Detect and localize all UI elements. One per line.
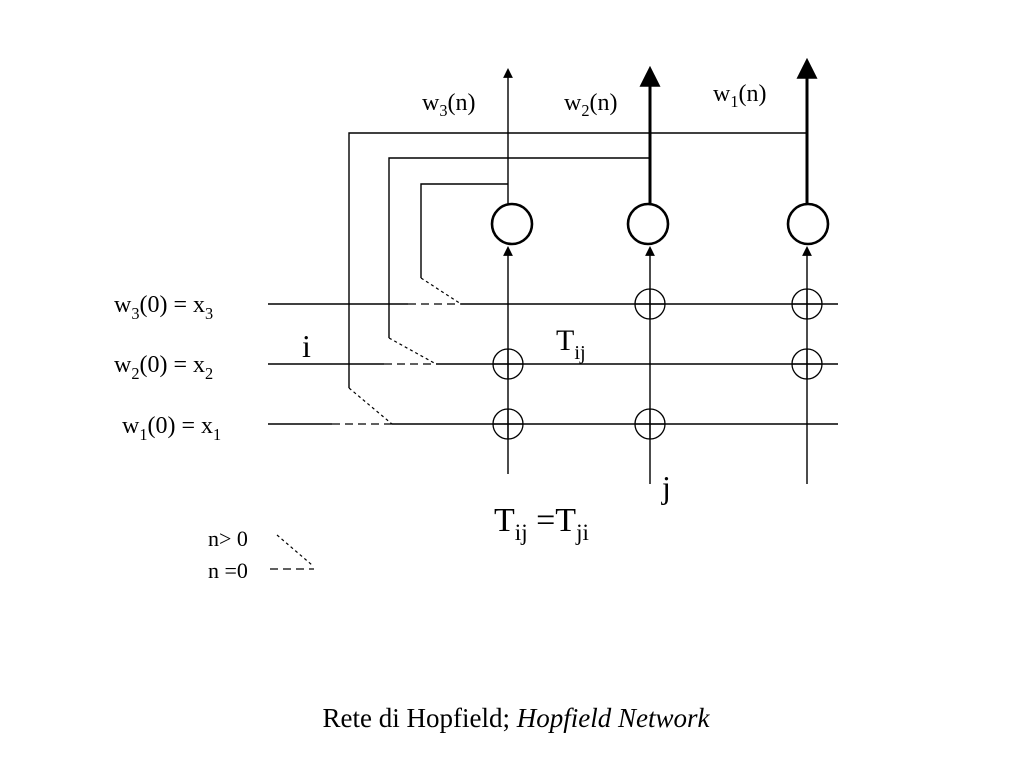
output-label-1: w1(n) [713,81,766,111]
input-label-3: w3(0) = x3 [114,292,213,323]
symmetry-label: Tij =Tji [494,502,589,546]
legend-label-dashed: n =0 [208,558,248,583]
synapse-row1-col3 [492,408,524,440]
feedback-wire-2 [388,157,650,338]
output-label-2: w2(n) [564,90,617,120]
neuron-2 [626,202,670,246]
caption: Rete di Hopfield; Hopfield Network [323,703,711,733]
feedback-tap-1 [348,387,393,425]
feedback-tap-3 [420,277,462,305]
output-label-3: w3(n) [422,90,475,120]
legend-label-dotted: n> 0 [208,526,248,551]
input-label-2: w2(0) = x2 [114,352,213,383]
synapse-row3-col1 [791,288,823,320]
weight-label: Tij [556,324,586,364]
feedback-wire-1 [348,132,807,388]
synapse-row3-col2 [634,288,666,320]
feedback-tap-2 [388,337,437,365]
row-index-label: i [302,328,311,364]
feedback-wire-3 [420,183,508,278]
neuron-1 [786,202,830,246]
input-label-1: w1(0) = x1 [122,413,221,444]
synapse-row2-col1 [791,348,823,380]
column-index-label: j [661,469,671,505]
synapse-row2-col3 [492,348,524,380]
legend-dotted-sample [276,534,313,566]
synapse-row1-col2 [634,408,666,440]
neuron-3 [490,202,534,246]
